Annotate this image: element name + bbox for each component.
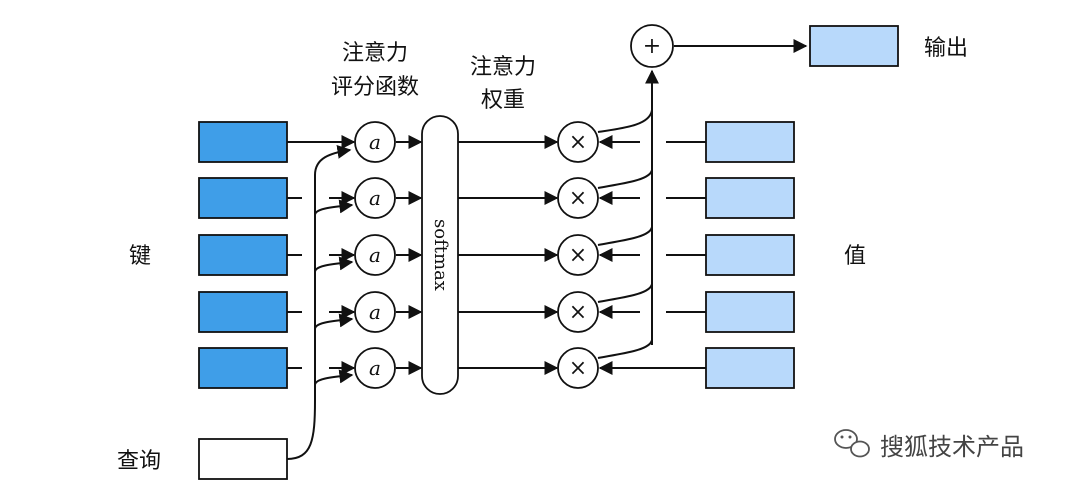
score-to-softmax-arrows [396, 135, 423, 375]
svg-text:×: × [569, 243, 587, 268]
svg-text:×: × [569, 300, 587, 325]
output-label: 输出 [924, 36, 968, 61]
watermark-text: 搜狐技术产品 [880, 433, 1024, 461]
key-box [198, 291, 288, 333]
score-node: a [354, 234, 396, 276]
score-function-label-line2: 评分函数 [331, 75, 419, 100]
attention-weights-label-line1: 注意力 [470, 55, 536, 80]
value-box [705, 121, 795, 163]
sum-node: + [630, 24, 674, 68]
query-box [198, 438, 288, 480]
watermark: 搜狐技术产品 [834, 429, 1024, 461]
key-box [198, 177, 288, 219]
value-box [705, 234, 795, 276]
query-label: 查询 [117, 449, 161, 474]
multiply-node: × [557, 177, 599, 219]
value-box [705, 291, 795, 333]
value-box [705, 347, 795, 389]
query-fan-out [286, 144, 354, 460]
key-box [198, 347, 288, 389]
key-box [198, 121, 288, 163]
svg-text:×: × [569, 356, 587, 381]
svg-text:a: a [369, 356, 381, 380]
value-boxes [705, 121, 795, 389]
softmax-to-multiply-arrows [458, 135, 559, 375]
multiply-node: × [557, 121, 599, 163]
output-box [809, 25, 899, 67]
score-nodes: a a a a a [354, 121, 396, 389]
softmax-block: softmax [421, 115, 459, 395]
values-label: 值 [844, 244, 866, 269]
attention-weights-label-line2: 权重 [481, 88, 525, 113]
svg-text:a: a [369, 130, 381, 154]
score-node: a [354, 291, 396, 333]
multiply-to-sum-curves [597, 69, 659, 359]
multiply-node: × [557, 291, 599, 333]
keys-label: 键 [129, 244, 151, 269]
score-node: a [354, 347, 396, 389]
svg-text:a: a [369, 243, 381, 267]
multiply-node: × [557, 234, 599, 276]
key-to-score-arrows [287, 135, 356, 375]
softmax-label: softmax [430, 219, 451, 291]
score-node: a [354, 121, 396, 163]
multiply-nodes: × × × × × [557, 121, 599, 389]
sum-symbol: + [643, 34, 661, 59]
svg-text:a: a [369, 186, 381, 210]
value-box [705, 177, 795, 219]
wechat-icon [834, 429, 870, 458]
value-to-multiply-arrows [598, 135, 706, 375]
key-box [198, 234, 288, 276]
key-boxes [198, 121, 288, 389]
svg-text:a: a [369, 300, 381, 324]
svg-text:×: × [569, 186, 587, 211]
score-function-label-line1: 注意力 [342, 41, 408, 66]
multiply-node: × [557, 347, 599, 389]
svg-text:×: × [569, 130, 587, 155]
score-node: a [354, 177, 396, 219]
